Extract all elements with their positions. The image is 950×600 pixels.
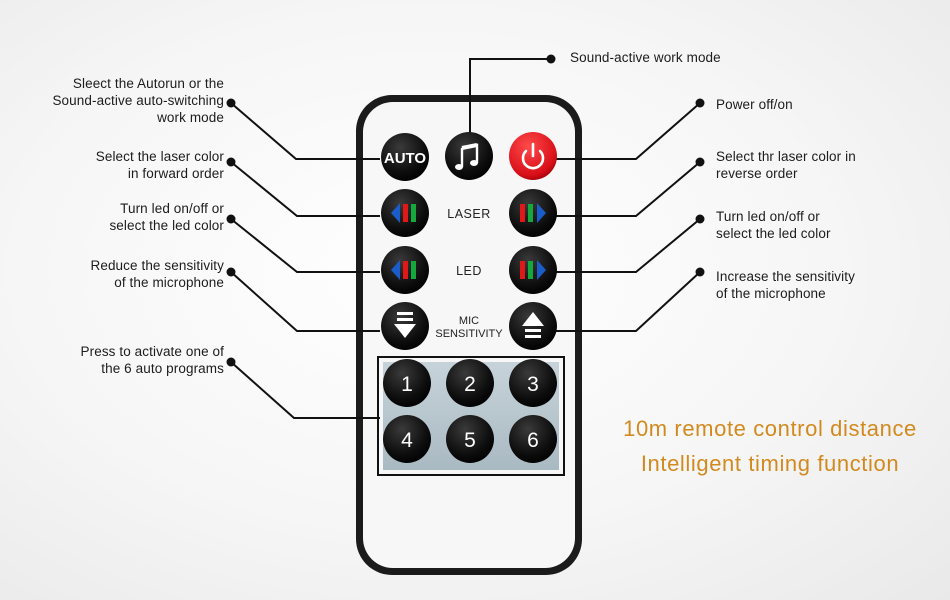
leader-mic-up xyxy=(556,271,701,332)
leader-mic-down xyxy=(230,271,380,332)
leader-dots xyxy=(226,54,705,367)
program-number: 2 xyxy=(464,373,476,396)
leader-power xyxy=(556,102,701,160)
program-number: 5 xyxy=(464,429,476,452)
auto-button[interactable]: AUTO xyxy=(381,133,429,181)
mic-label-line2: SENSITIVITY xyxy=(435,328,503,340)
mic-label-line1: MIC xyxy=(459,315,479,327)
power-button[interactable] xyxy=(509,132,557,180)
arrow-down-icon xyxy=(394,312,416,338)
callout-led-right: Turn led on/off or select the led color xyxy=(716,209,831,241)
leader-led-right xyxy=(556,218,701,273)
program-number: 4 xyxy=(401,429,413,452)
program-number: 3 xyxy=(527,373,539,396)
mic-down-button[interactable] xyxy=(381,302,429,350)
laser-forward-button[interactable] xyxy=(381,189,429,237)
music-note-icon xyxy=(460,143,479,167)
led-right-button[interactable] xyxy=(509,246,557,294)
leader-autorun xyxy=(230,102,380,160)
arrow-right-color-icon xyxy=(520,260,546,280)
sound-mode-button[interactable] xyxy=(445,132,493,180)
program-button-1[interactable]: 1 xyxy=(383,359,431,407)
callout-led-left: Turn led on/off or select the led color xyxy=(109,201,224,233)
leader-laser-forward xyxy=(230,161,380,217)
led-left-button[interactable] xyxy=(381,246,429,294)
promo-range: 10m remote control distance xyxy=(623,416,917,441)
leader-led-left xyxy=(230,218,380,273)
leader-laser-reverse xyxy=(556,161,701,217)
arrow-up-icon xyxy=(522,312,544,338)
leader-programs xyxy=(230,361,380,419)
program-number: 1 xyxy=(401,373,413,396)
callout-laser-forward: Select the laser color in forward order xyxy=(95,149,224,181)
promo-timing: Intelligent timing function xyxy=(640,451,900,476)
program-button-5[interactable]: 5 xyxy=(446,415,494,463)
callout-mic-up: Increase the sensitivity of the micropho… xyxy=(716,269,855,301)
program-button-4[interactable]: 4 xyxy=(383,415,431,463)
power-icon xyxy=(521,142,545,170)
callout-mic-down: Reduce the sensitivity of the microphone xyxy=(90,258,224,290)
callout-sound-active: Sound-active work mode xyxy=(570,50,721,65)
program-button-6[interactable]: 6 xyxy=(509,415,557,463)
callout-power: Power off/on xyxy=(716,97,793,112)
leader-lines xyxy=(230,58,701,419)
callout-programs: Press to activate one of the 6 auto prog… xyxy=(80,344,224,376)
leader-sound-active xyxy=(469,58,551,133)
auto-button-label: AUTO xyxy=(384,150,427,167)
arrow-right-color-icon xyxy=(520,203,546,223)
program-button-3[interactable]: 3 xyxy=(509,359,557,407)
program-number: 6 xyxy=(527,429,539,452)
laser-label: LASER xyxy=(447,207,491,221)
callout-autorun: Sleect the Autorun or the Sound-active a… xyxy=(52,76,224,125)
mic-up-button[interactable] xyxy=(509,302,557,350)
laser-reverse-button[interactable] xyxy=(509,189,557,237)
program-button-2[interactable]: 2 xyxy=(446,359,494,407)
led-label: LED xyxy=(456,264,482,278)
arrow-left-color-icon xyxy=(391,260,416,280)
callout-laser-reverse: Select thr laser color in reverse order xyxy=(716,149,856,181)
arrow-left-color-icon xyxy=(391,203,416,223)
